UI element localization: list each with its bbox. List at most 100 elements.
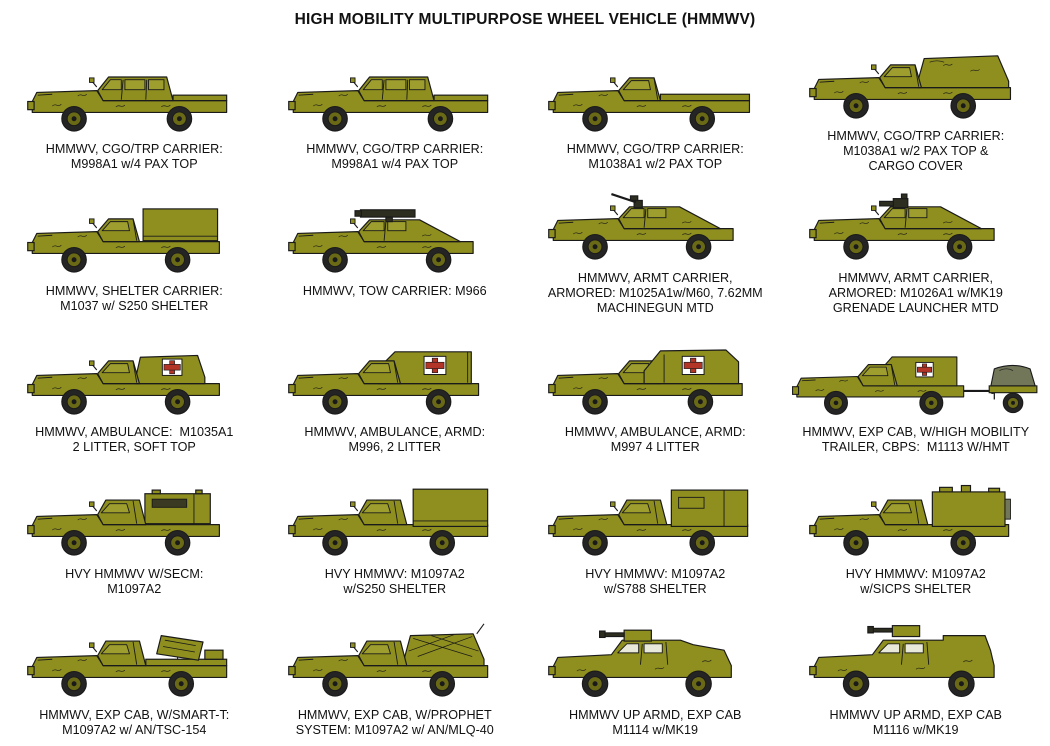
hmmwv-m1026a1-mk19-launcher-icon <box>788 181 1045 269</box>
hvy-hmmwv-m1097a2-secm-icon <box>6 477 263 565</box>
caption-line: HMMWV, EXP CAB, W/HIGH MOBILITY <box>802 425 1030 440</box>
vehicle-caption: HMMWV, AMBULANCE, ARMD:M997 4 LITTER <box>565 425 746 457</box>
caption-line: HMMWV, CGO/TRP CARRIER: <box>306 142 484 157</box>
hvy-hmmwv-m1097a2-s250-shelter-icon <box>267 477 524 565</box>
caption-line: HVY HMMWV: M1097A2 <box>324 566 465 581</box>
caption-line: HMMWV UP ARMD, EXP CAB <box>569 707 742 722</box>
hmmwv-m1097a2-prophet-system-icon <box>267 618 524 706</box>
hmmwv-m996-ambulance-armd-icon <box>267 335 524 423</box>
vehicle-caption: HMMWV, CGO/TRP CARRIER:M1038A1 w/2 PAX T… <box>567 142 744 174</box>
vehicle-cell: HMMWV, CGO/TRP CARRIER:M1038A1 w/2 PAX T… <box>527 33 784 174</box>
caption-line: HMMWV, CGO/TRP CARRIER: <box>45 142 223 157</box>
vehicle-caption: HMMWV, CGO/TRP CARRIER:M1038A1 w/2 PAX T… <box>827 129 1004 174</box>
hmmwv-m1037-s250-shelter-icon <box>6 194 263 282</box>
hmmwv-m966-tow-carrier-icon <box>267 194 524 282</box>
vehicle-grid: HMMWV, CGO/TRP CARRIER:M998A1 w/4 PAX TO… <box>0 31 1050 746</box>
caption-line: TRAILER, CBPS: M1113 W/HMT <box>821 440 1010 455</box>
hmmwv-m1038a1-2pax-top-icon <box>527 52 784 140</box>
caption-line: HMMWV UP ARMD, EXP CAB <box>829 707 1002 722</box>
caption-line: HMMWV, AMBULANCE: M1035A1 <box>35 425 234 440</box>
hmmwv-m1038a1-cargo-cover-icon <box>788 39 1045 127</box>
caption-line: w/SICPS SHELTER <box>860 581 972 596</box>
vehicle-caption: HVY HMMWV W/SECM:M1097A2 <box>65 567 203 599</box>
vehicle-cell: HMMWV, SHELTER CARRIER:M1037 w/ S250 SHE… <box>6 174 263 315</box>
hmmwv-m1035a1-ambulance-softtop-icon <box>6 335 263 423</box>
vehicle-cell: HMMWV, ARMT CARRIER,ARMORED: M1026A1 w/M… <box>788 174 1045 315</box>
caption-line: M998A1 w/4 PAX TOP <box>331 157 459 172</box>
hmmwv-m1116-up-armd-mk19-icon <box>788 618 1045 706</box>
caption-line: HMMWV, EXP CAB, W/SMART-T: <box>39 707 230 722</box>
caption-line: CARGO COVER <box>868 159 963 174</box>
caption-line: HMMWV, SHELTER CARRIER: <box>45 283 223 298</box>
caption-line: HVY HMMWV: M1097A2 <box>585 566 726 581</box>
caption-line: MACHINEGUN MTD <box>596 300 714 315</box>
hmmwv-m1113-hmt-trailer-icon <box>788 335 1045 423</box>
caption-line: SYSTEM: M1097A2 w/ AN/MLQ-40 <box>295 722 494 737</box>
vehicle-cell: HVY HMMWV W/SECM:M1097A2 <box>6 457 263 598</box>
hmmwv-m998a1-4pax-top-icon <box>267 52 524 140</box>
hmmwv-m1097a2-smart-t-icon <box>6 618 263 706</box>
caption-line: w/S250 SHELTER <box>343 581 447 596</box>
vehicle-caption: HMMWV, TOW CARRIER: M966 <box>303 284 487 316</box>
vehicle-cell: HMMWV, CGO/TRP CARRIER:M998A1 w/4 PAX TO… <box>267 33 524 174</box>
caption-line: M1097A2 w/ AN/TSC-154 <box>62 722 207 737</box>
vehicle-caption: HMMWV, ARMT CARRIER,ARMORED: M1025A1w/M6… <box>548 271 763 316</box>
caption-line: 2 LITTER, SOFT TOP <box>72 440 196 455</box>
caption-line: HMMWV, EXP CAB, W/PROPHET <box>297 707 492 722</box>
hmmwv-m1114-up-armd-mk19-icon <box>527 618 784 706</box>
caption-line: HMMWV, TOW CARRIER: M966 <box>302 283 487 298</box>
vehicle-cell: HMMWV, CGO/TRP CARRIER:M998A1 w/4 PAX TO… <box>6 33 263 174</box>
vehicle-caption: HMMWV, EXP CAB, W/SMART-T:M1097A2 w/ AN/… <box>39 708 229 740</box>
vehicle-cell: HMMWV, AMBULANCE, ARMD:M997 4 LITTER <box>527 316 784 457</box>
vehicle-cell: HMMWV, EXP CAB, W/SMART-T:M1097A2 w/ AN/… <box>6 599 263 740</box>
caption-line: M1097A2 <box>107 581 162 596</box>
caption-line: ARMORED: M1026A1 w/MK19 <box>828 285 1003 300</box>
caption-line: M1116 w/MK19 <box>872 722 959 737</box>
hvy-hmmwv-m1097a2-s788-shelter-icon <box>527 477 784 565</box>
caption-line: ARMORED: M1025A1w/M60, 7.62MM <box>547 285 763 300</box>
caption-line: HMMWV, AMBULANCE, ARMD: <box>564 425 746 440</box>
vehicle-caption: HMMWV, SHELTER CARRIER:M1037 w/ S250 SHE… <box>46 284 223 316</box>
caption-line: M997 4 LITTER <box>610 440 700 455</box>
vehicle-caption: HMMWV, AMBULANCE, ARMD:M996, 2 LITTER <box>304 425 485 457</box>
caption-line: M1038A1 w/2 PAX TOP <box>588 157 723 172</box>
vehicle-caption: HMMWV, ARMT CARRIER,ARMORED: M1026A1 w/M… <box>829 271 1003 316</box>
vehicle-caption: HMMWV, CGO/TRP CARRIER:M998A1 w/4 PAX TO… <box>46 142 223 174</box>
caption-line: M1114 w/MK19 <box>612 722 699 737</box>
caption-line: M998A1 w/4 PAX TOP <box>70 157 198 172</box>
caption-line: M996, 2 LITTER <box>348 440 441 455</box>
caption-line: HMMWV, CGO/TRP CARRIER: <box>827 129 1005 144</box>
vehicle-cell: HMMWV, ARMT CARRIER,ARMORED: M1025A1w/M6… <box>527 174 784 315</box>
caption-line: HMMWV, AMBULANCE, ARMD: <box>304 425 486 440</box>
caption-line: HMMWV, ARMT CARRIER, <box>577 270 733 285</box>
vehicle-cell: HMMWV, TOW CARRIER: M966 <box>267 174 524 315</box>
caption-line: GRENADE LAUNCHER MTD <box>832 300 999 315</box>
vehicle-cell: HMMWV, AMBULANCE, ARMD:M996, 2 LITTER <box>267 316 524 457</box>
caption-line: HVY HMMWV W/SECM: <box>65 566 204 581</box>
vehicle-caption: HMMWV, CGO/TRP CARRIER:M998A1 w/4 PAX TO… <box>306 142 483 174</box>
hvy-hmmwv-m1097a2-sicps-shelter-icon <box>788 477 1045 565</box>
hmmwv-m998a1-4pax-top-icon <box>6 52 263 140</box>
hmmwv-m997-ambulance-armd-icon <box>527 335 784 423</box>
hmmwv-m1025a1-m60-machinegun-icon <box>527 181 784 269</box>
caption-line: HMMWV, CGO/TRP CARRIER: <box>566 142 744 157</box>
caption-line: HVY HMMWV: M1097A2 <box>845 566 986 581</box>
vehicle-cell: HMMWV, CGO/TRP CARRIER:M1038A1 w/2 PAX T… <box>788 33 1045 174</box>
